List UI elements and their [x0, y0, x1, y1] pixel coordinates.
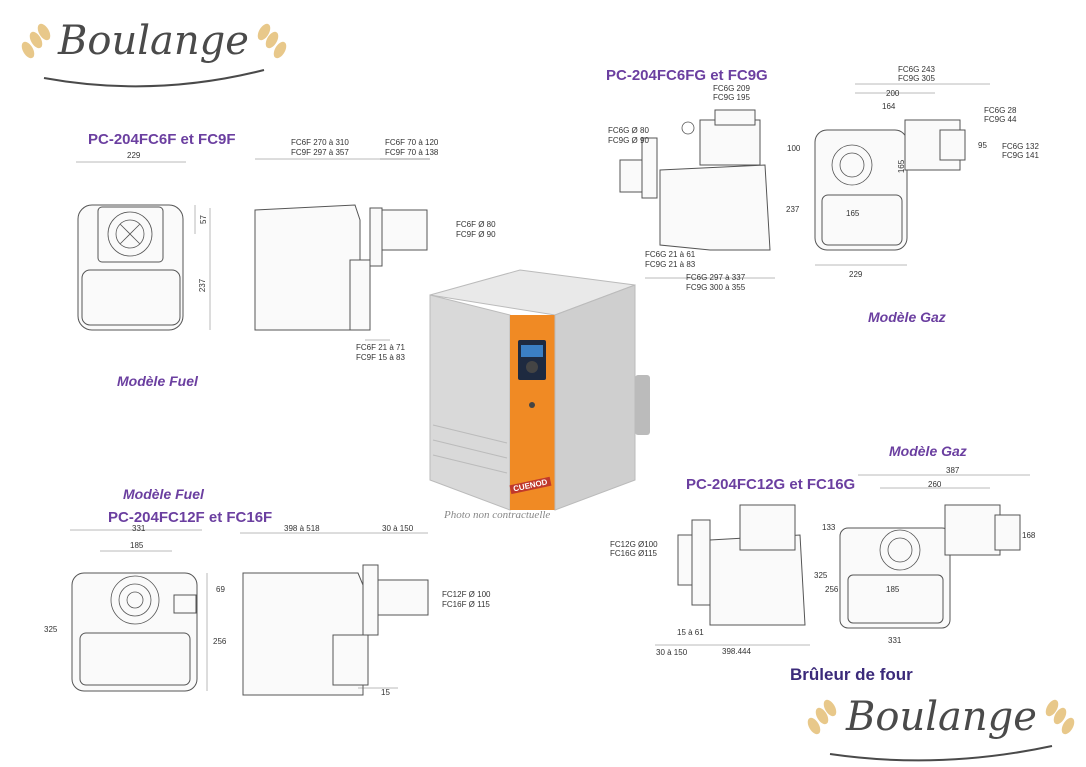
dim-168: 168 [1022, 531, 1036, 540]
dim-185-a: 185 [130, 541, 144, 550]
model-fuel-2: Modèle Fuel [123, 486, 204, 502]
dim-237-b: 237 [786, 205, 800, 214]
dim-15a61: 15 à 61 [677, 628, 704, 637]
dim-fc9g-44: FC9G 44 [984, 115, 1017, 124]
dim-fc12f-dia: FC12F Ø 100 [442, 590, 491, 599]
dim-fc6f-len1: FC6F 270 à 310 [291, 138, 349, 147]
dim-fc9g-d90: FC9G Ø 90 [608, 136, 649, 145]
dim-fc16f-dia: FC16F Ø 115 [442, 600, 490, 609]
dim-fc9f-dia: FC9F Ø 90 [456, 230, 496, 239]
dim-15: 15 [381, 688, 390, 697]
dim-260: 260 [928, 480, 942, 489]
dim-fc9f-off: FC9F 15 à 83 [356, 353, 405, 362]
dim-fc6g-132: FC6G 132 [1002, 142, 1039, 151]
logo-top: Boulange [14, 8, 294, 93]
diagram-fc6f-front [76, 161, 211, 331]
dim-fc9g-len: FC9G 300 à 355 [686, 283, 746, 292]
dim-fc16g-dia: FC16G Ø115 [610, 549, 657, 558]
model-fuel-1: Modèle Fuel [117, 373, 198, 389]
dim-164: 164 [882, 102, 896, 111]
title-fc6fg: PC-204FC6FG et FC9G [606, 67, 768, 84]
dim-fc6f-dia: FC6F Ø 80 [456, 220, 496, 229]
dim-fc6g-d80: FC6G Ø 80 [608, 126, 649, 135]
title-fc12f: PC-204FC12F et FC16F [108, 509, 273, 526]
dim-fc12f-len: 398 à 518 [284, 524, 320, 533]
dim-fc12g-dia: FC12G Ø100 [610, 540, 658, 549]
dim-fc6g-209: FC6G 209 [713, 84, 750, 93]
dim-331-b: 331 [888, 636, 902, 645]
logo-text: Boulange [58, 18, 249, 64]
dim-69: 69 [216, 585, 225, 594]
title-fc6f: PC-204FC6F et FC9F [88, 131, 236, 148]
dim-185-b: 185 [886, 585, 900, 594]
model-gaz-1: Modèle Gaz [868, 309, 946, 325]
dim-325-a: 325 [44, 625, 58, 634]
dim-325-b: 325 [814, 571, 828, 580]
dim-229: 229 [127, 151, 141, 160]
dim-fc9g-141: FC9G 141 [1002, 151, 1039, 160]
dim-165-b: 165 [846, 209, 860, 218]
dim-fc6f-len2: FC6F 70 à 120 [385, 138, 439, 147]
dim-30a150: 30 à 150 [656, 648, 688, 657]
dim-256-b: 256 [825, 585, 839, 594]
model-gaz-2: Modèle Gaz [889, 443, 967, 459]
wheat-icon [807, 699, 1075, 762]
dim-100: 100 [787, 144, 801, 153]
logo-bottom: Boulange [800, 688, 1082, 766]
dim-229-b: 229 [849, 270, 863, 279]
dim-fc9g-305: FC9G 305 [898, 74, 935, 83]
dim-398: 398.444 [722, 647, 751, 656]
dim-57: 57 [198, 215, 208, 224]
title-fc12g: PC-204FC12G et FC16G [686, 476, 856, 493]
burner-product-image [429, 269, 650, 511]
caption: Brûleur de four [790, 665, 913, 684]
wheat-icon [21, 23, 287, 88]
dim-fc9g-off: FC9G 21 à 83 [645, 260, 696, 269]
dim-fc6g-len: FC6G 297 à 337 [686, 273, 746, 282]
dim-133: 133 [822, 523, 836, 532]
diagram-fc12f-side [240, 532, 429, 696]
dim-fc9f-len1: FC9F 297 à 357 [291, 148, 349, 157]
dim-fc6f-off: FC6F 21 à 71 [356, 343, 405, 352]
dim-fc6g-off: FC6G 21 à 61 [645, 250, 696, 259]
diagram-fc12g-front [839, 474, 1030, 629]
photo-note: Photo non contractuelle [444, 509, 551, 521]
dim-fc12f-30: 30 à 150 [382, 524, 414, 533]
dim-fc6g-28: FC6G 28 [984, 106, 1017, 115]
diagram-fc6f-side [254, 158, 430, 341]
dim-200: 200 [886, 89, 900, 98]
dim-387: 387 [946, 466, 960, 475]
logo-text: Boulange [846, 694, 1037, 740]
dim-331-a: 331 [132, 524, 146, 533]
dim-fc9g-195: FC9G 195 [713, 93, 750, 102]
diagram-fc12f-front [70, 529, 208, 692]
dim-256-a: 256 [213, 637, 227, 646]
dim-237: 237 [198, 278, 208, 293]
dim-95: 95 [978, 141, 987, 150]
dim-165-a: 165 [897, 159, 907, 174]
diagram-fc6g-front [814, 83, 990, 266]
diagram-fc6g-side [619, 109, 775, 279]
dim-fc9f-len2: FC9F 70 à 138 [385, 148, 439, 157]
diagram-fc12g-side [655, 504, 810, 646]
dim-fc6g-243: FC6G 243 [898, 65, 935, 74]
